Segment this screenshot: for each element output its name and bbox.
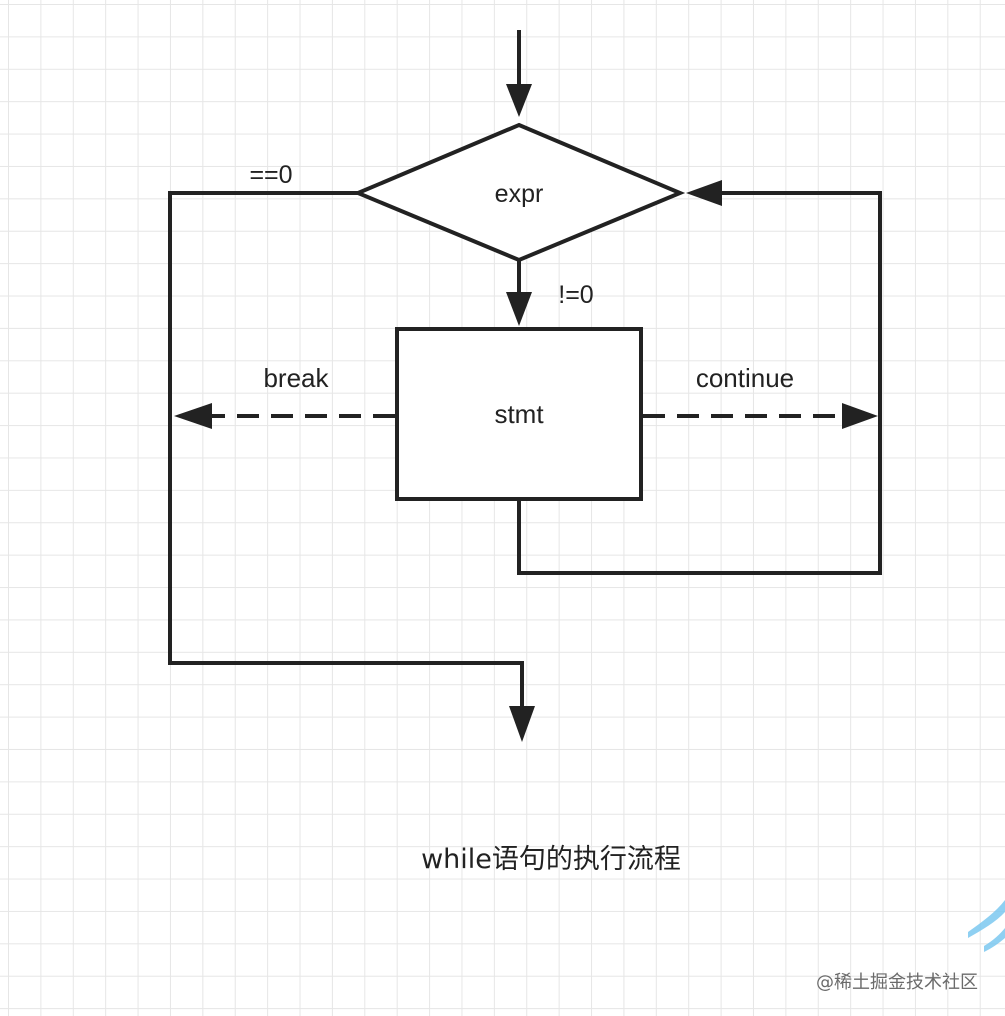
watermark-text: @稀土掘金技术社区 (816, 972, 978, 993)
break-label: break (263, 363, 329, 393)
condition-diamond[interactable]: expr (352, 122, 686, 263)
true-branch-label: !=0 (558, 281, 593, 309)
loop-back-path (517, 180, 882, 575)
body-label: stmt (494, 399, 544, 429)
continue-arrow: continue (643, 363, 878, 429)
entry-arrow (506, 30, 532, 117)
false-exit-path: ==0 (168, 161, 535, 742)
true-branch-arrow: !=0 (506, 260, 594, 326)
false-exit-label: ==0 (249, 161, 292, 189)
watermark-swoosh-icon (968, 900, 1005, 952)
condition-label: expr (495, 180, 544, 208)
break-arrow: break (174, 363, 395, 429)
diagram-caption: while语句的执行流程 (421, 844, 681, 875)
body-box[interactable]: stmt (395, 327, 643, 501)
continue-label: continue (696, 363, 794, 393)
